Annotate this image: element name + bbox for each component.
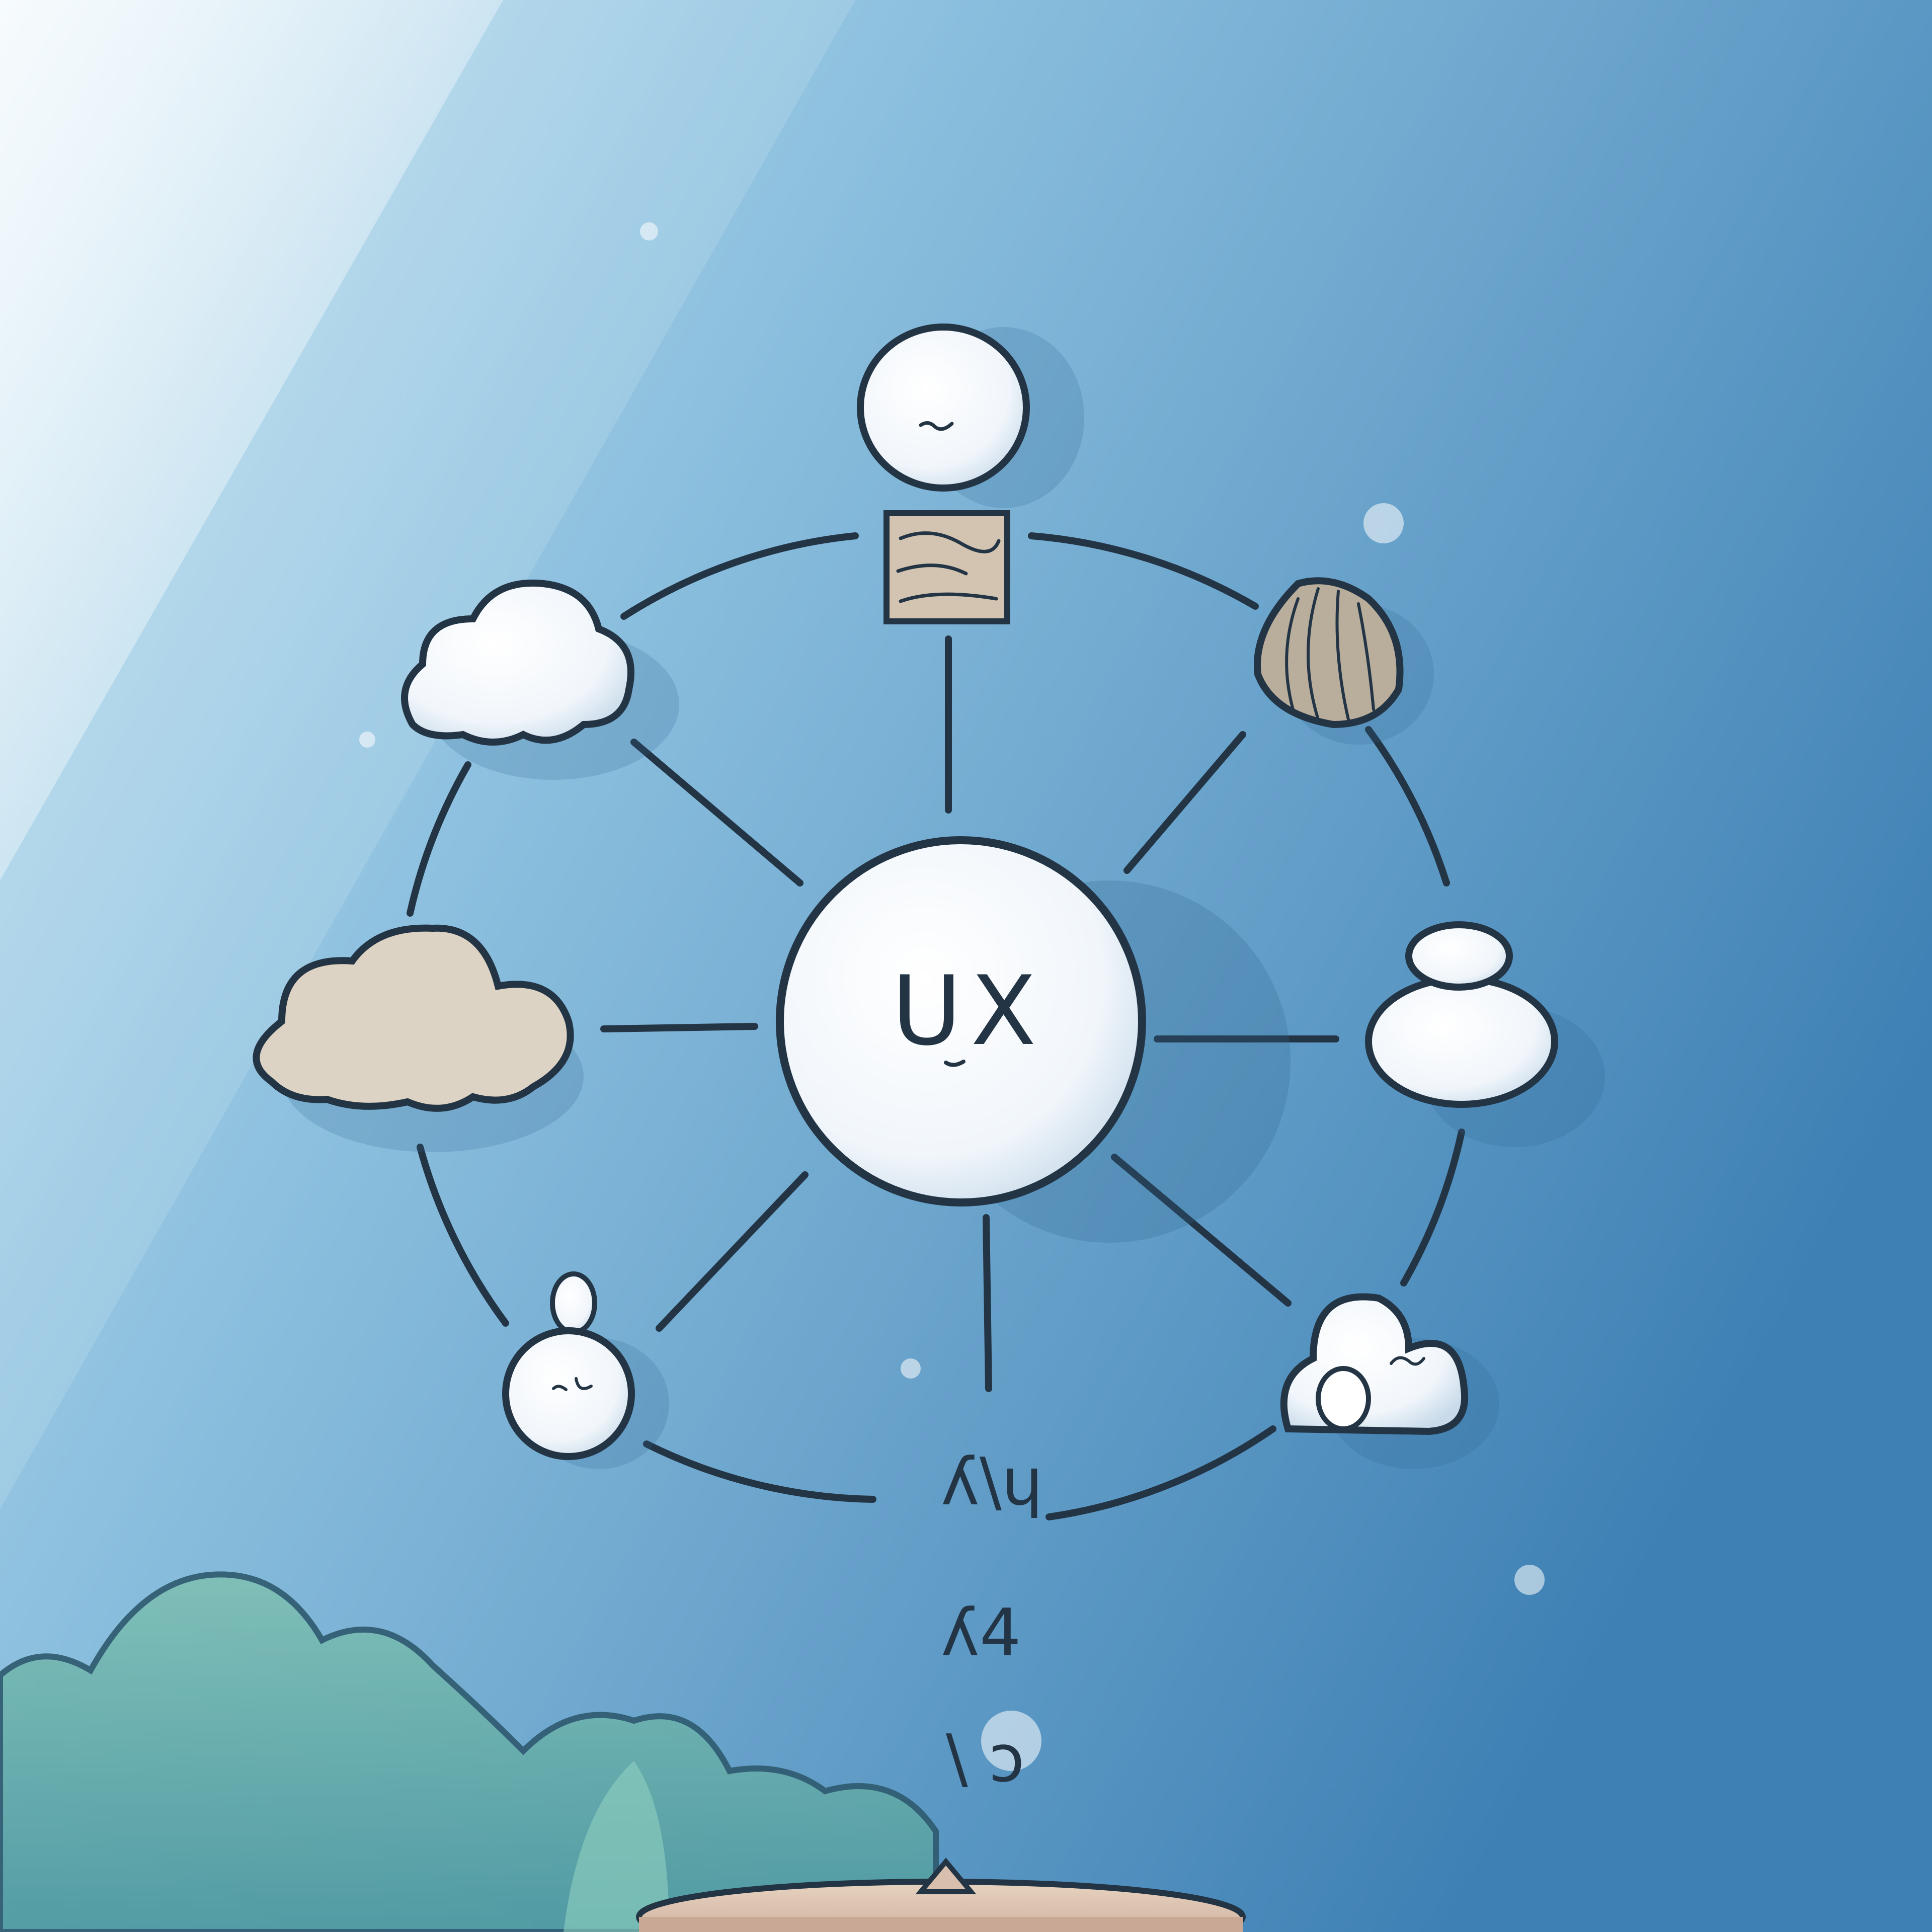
ghost-blob-icon: [502, 1271, 669, 1469]
beige-cloud-icon: [253, 924, 584, 1152]
foliage: [0, 1571, 939, 1932]
nut-icon: [1254, 577, 1434, 745]
spokes: [600, 635, 1339, 1392]
light-beam-soft: [0, 0, 855, 1509]
center-label: UX: [892, 955, 1045, 1067]
outer-ring: [407, 532, 1465, 1520]
small-cloud-icon: [1280, 1293, 1499, 1469]
stacked-stones-icon: [1365, 921, 1605, 1147]
center-node: UX: [776, 836, 1291, 1243]
wooden-table: [636, 1858, 1246, 1932]
scribble-2: ʎ4: [941, 1594, 1021, 1671]
white-cloud-icon: [401, 579, 679, 780]
scribble-marks: ʎ\ɥ ʎ4 \ ɔ: [941, 1443, 1043, 1797]
scribble-1: ʎ\ɥ: [941, 1443, 1043, 1520]
dust-particles: [359, 222, 1545, 1771]
light-beam: [0, 0, 503, 880]
scribble-3: \ ɔ: [946, 1720, 1025, 1797]
egg-on-block-icon: [857, 324, 1084, 624]
